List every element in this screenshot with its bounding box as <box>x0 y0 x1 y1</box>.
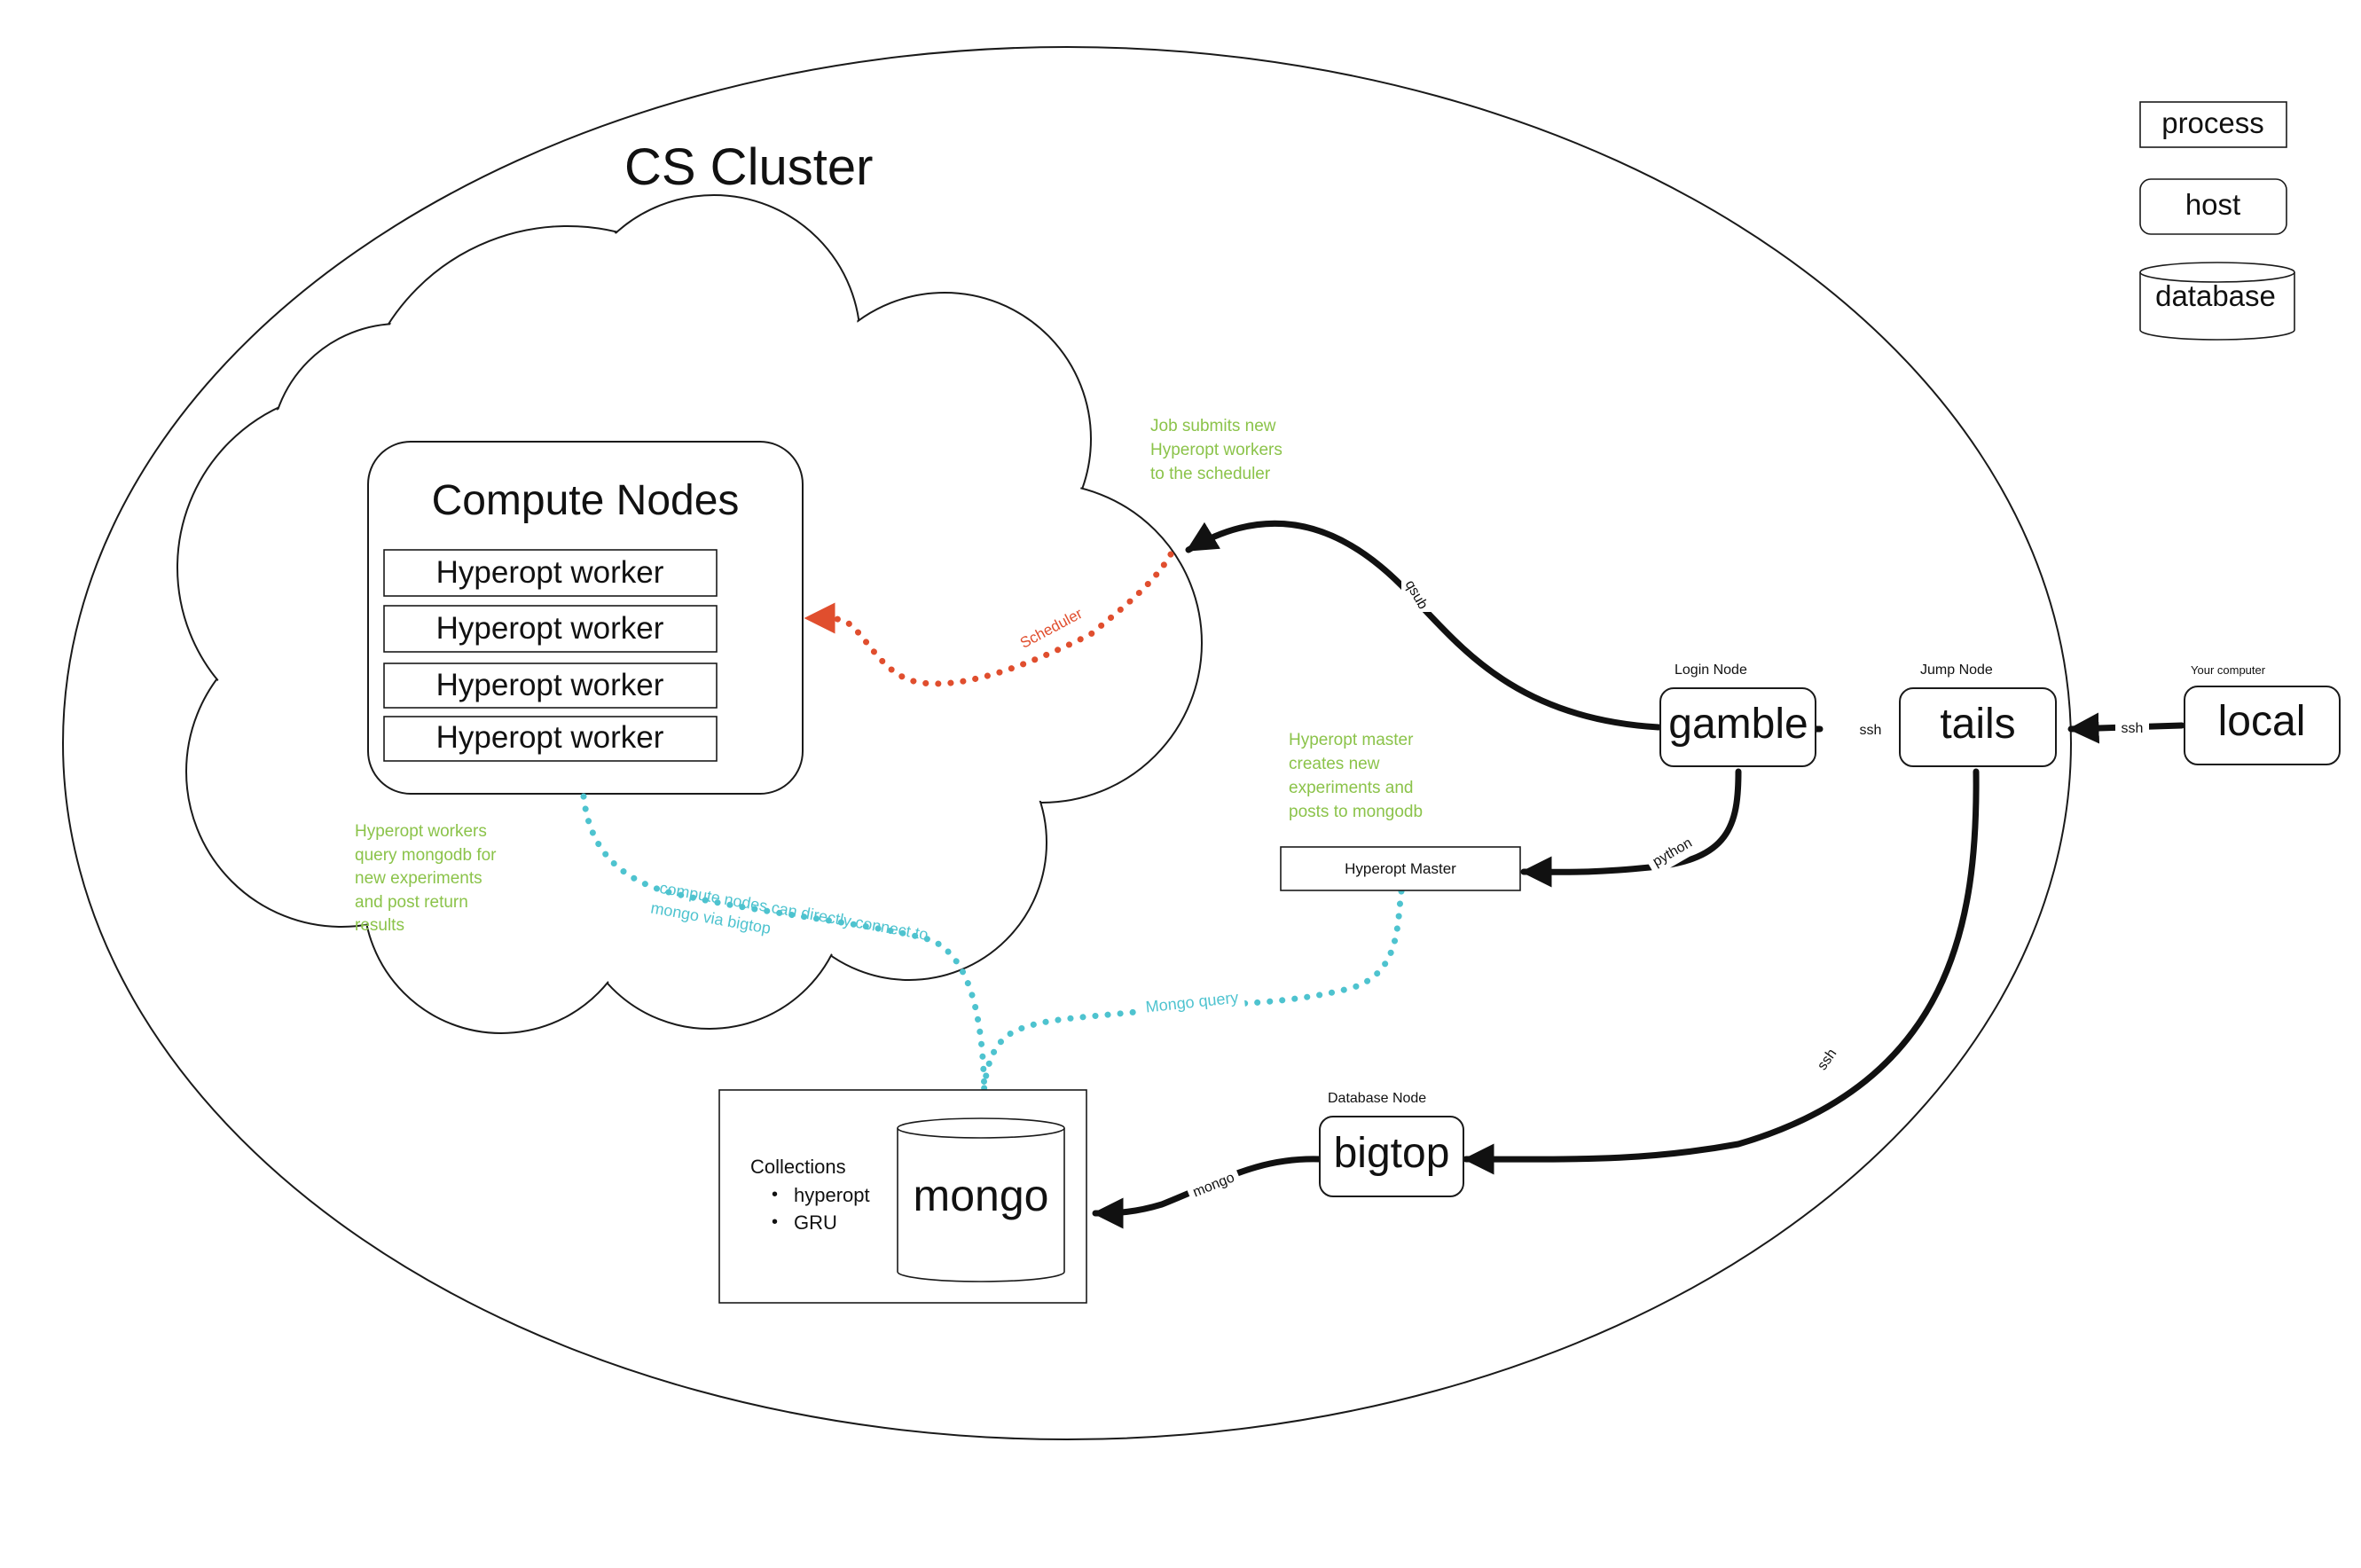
worker-label: Hyperopt worker <box>436 555 664 590</box>
mongo-database-icon <box>897 1117 1065 1282</box>
note-master-creates: Hyperopt master creates new experiments … <box>1289 731 1423 821</box>
note-workers-query: Hyperopt workers query mongodb for new e… <box>355 822 501 935</box>
local-label: local <box>2218 698 2306 745</box>
collection-bullet: • <box>772 1185 778 1204</box>
note-job-submits: Job submits new Hyperopt workers to the … <box>1150 417 1287 483</box>
cluster-title: CS Cluster <box>624 138 873 196</box>
note-line: creates new <box>1289 755 1380 773</box>
note-line: query mongodb for <box>355 846 497 865</box>
collections-heading: Collections <box>750 1156 846 1178</box>
worker-label: Hyperopt worker <box>436 611 664 646</box>
note-line: and post return <box>355 893 468 912</box>
edge-mongo <box>1092 1156 1323 1229</box>
legend-host-label: host <box>2185 188 2240 221</box>
worker-label: Hyperopt worker <box>436 720 664 755</box>
hyperopt-master-process <box>1280 846 1521 891</box>
edge-scheduler <box>804 551 1174 687</box>
bigtop-host <box>1319 1116 1464 1197</box>
edge-mongo-query <box>979 888 1405 1121</box>
tails-host <box>1899 687 2057 767</box>
collection-item: hyperopt <box>794 1184 870 1206</box>
note-line: Hyperopt workers <box>355 822 487 841</box>
note-line: experiments and <box>1289 779 1413 797</box>
gamble-label: gamble <box>1668 701 1808 748</box>
hyperopt-master-label: Hyperopt Master <box>1345 860 1456 877</box>
legend-process-box <box>2139 101 2287 148</box>
collection-bullet: • <box>772 1212 778 1232</box>
note-line: posts to mongodb <box>1289 803 1423 821</box>
note-line: Hyperopt workers <box>1150 441 1282 459</box>
collection-item: GRU <box>794 1211 837 1234</box>
compute-nodes-title: Compute Nodes <box>432 477 740 524</box>
bigtop-label: bigtop <box>1334 1130 1450 1177</box>
edge-ssh-tails-bigtop <box>1463 768 1980 1175</box>
edge-python <box>1520 768 1742 888</box>
local-role: Your computer <box>2191 663 2266 677</box>
tails-role: Jump Node <box>1920 662 1993 678</box>
worker-label: Hyperopt worker <box>436 668 664 702</box>
worker-box <box>383 549 718 597</box>
local-host <box>2184 686 2341 765</box>
note-line: to the scheduler <box>1150 465 1271 483</box>
edge-direct-connect <box>580 793 988 1112</box>
bigtop-role: Database Node <box>1328 1091 1426 1106</box>
note-line: results <box>355 916 404 935</box>
worker-box <box>383 605 718 653</box>
legend-process-label: process <box>2161 106 2264 139</box>
legend-host-box <box>2139 178 2287 235</box>
tails-label: tails <box>1940 701 2015 748</box>
legend-database-label: database <box>2155 279 2276 312</box>
worker-box <box>383 662 718 709</box>
worker-box <box>383 716 718 762</box>
gamble-host <box>1659 687 1816 767</box>
gamble-role: Login Node <box>1675 662 1747 678</box>
mongo-label: mongo <box>914 1171 1049 1220</box>
note-line: Hyperopt master <box>1289 731 1414 749</box>
legend-database-icon <box>2139 262 2295 341</box>
edge-label-ssh-gamble: ssh <box>1860 723 1882 738</box>
note-line: new experiments <box>355 869 482 888</box>
edge-label-ssh-tails: ssh <box>2122 721 2144 736</box>
note-line: Job submits new <box>1150 417 1276 435</box>
